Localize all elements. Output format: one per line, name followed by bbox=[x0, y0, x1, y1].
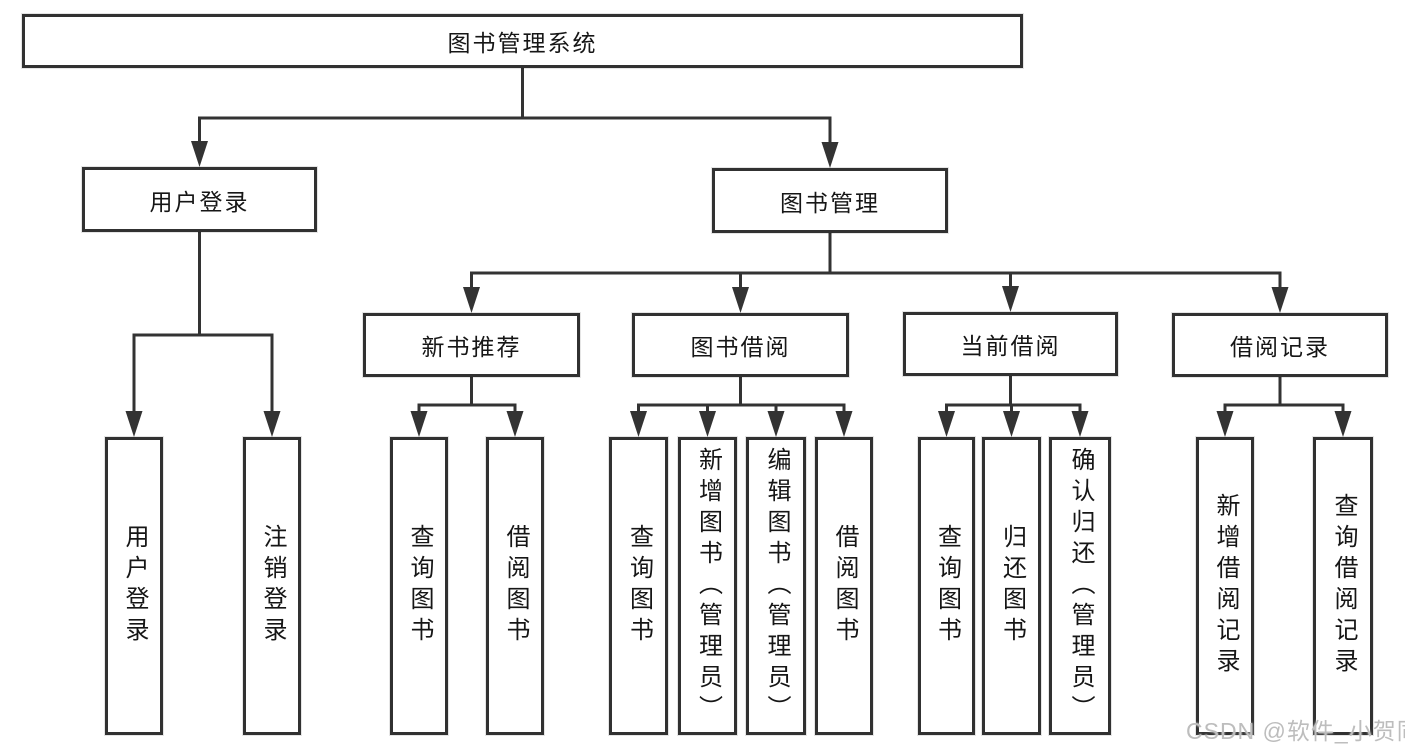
node-cb-return: 归还图书 bbox=[982, 437, 1041, 735]
arrowhead-icon bbox=[732, 287, 749, 313]
node-br-add: 新增借阅记录 bbox=[1196, 437, 1254, 735]
node-book-mgmt: 图书管理 bbox=[712, 168, 948, 233]
arrowhead-icon bbox=[410, 411, 428, 437]
node-bb-edit: 编辑图书（管理员） bbox=[746, 437, 806, 735]
arrowhead-icon bbox=[506, 411, 524, 437]
node-root: 图书管理系统 bbox=[22, 14, 1023, 68]
arrowhead-icon bbox=[1271, 287, 1289, 313]
node-user-login: 用户登录 bbox=[82, 167, 317, 232]
node-v-user-login: 用户登录 bbox=[105, 437, 163, 735]
node-nb-borrow: 借阅图书 bbox=[486, 437, 544, 735]
arrowhead-icon bbox=[263, 411, 281, 437]
arrowhead-icon bbox=[125, 411, 143, 437]
arrowhead-icon bbox=[767, 411, 785, 437]
arrowhead-icon bbox=[630, 411, 647, 437]
node-bb-add: 新增图书（管理员） bbox=[678, 437, 737, 735]
arrowhead-icon bbox=[463, 287, 480, 313]
node-book-borrow: 图书借阅 bbox=[632, 313, 849, 377]
arrowhead-icon bbox=[699, 411, 716, 437]
node-nb-query: 查询图书 bbox=[390, 437, 448, 735]
node-current-borrow: 当前借阅 bbox=[903, 312, 1118, 376]
arrowhead-icon bbox=[1071, 411, 1089, 437]
arrowhead-icon bbox=[1003, 411, 1020, 437]
node-cb-query: 查询图书 bbox=[918, 437, 975, 735]
arrowhead-icon bbox=[1334, 411, 1352, 437]
node-br-query: 查询借阅记录 bbox=[1313, 437, 1373, 735]
node-v-logout: 注销登录 bbox=[243, 437, 301, 735]
node-borrow-records: 借阅记录 bbox=[1172, 313, 1388, 377]
arrowhead-icon bbox=[821, 142, 839, 168]
arrowhead-icon bbox=[1002, 286, 1019, 312]
arrowhead-icon bbox=[1216, 411, 1234, 437]
watermark: CSDN @软件_小贺同学 bbox=[1186, 718, 1405, 744]
node-cb-confirm: 确认归还（管理员） bbox=[1049, 437, 1111, 735]
node-bb-query: 查询图书 bbox=[609, 437, 668, 735]
arrowhead-icon bbox=[835, 411, 853, 437]
arrowhead-icon bbox=[938, 411, 955, 437]
node-bb-borrow: 借阅图书 bbox=[815, 437, 873, 735]
node-new-book-rec: 新书推荐 bbox=[363, 313, 580, 377]
arrowhead-icon bbox=[191, 141, 208, 167]
